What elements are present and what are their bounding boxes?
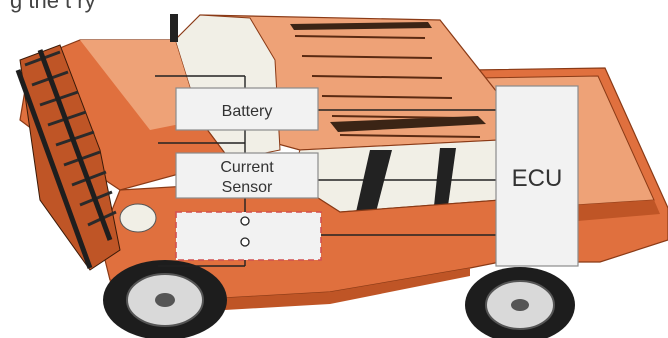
ecu-box: ECU [496, 86, 578, 266]
relay-contact-bottom [241, 238, 249, 246]
current-sensor-box: Current Sensor [176, 153, 318, 198]
rear-wheel [465, 267, 575, 338]
battery-box: Battery [176, 88, 318, 130]
front-wheel [103, 260, 227, 338]
current-sensor-label-line1: Current [220, 159, 274, 176]
current-sensor-label-line2: Sensor [222, 179, 273, 196]
caption-fragment: g the t ry [10, 0, 96, 13]
battery-label: Battery [222, 103, 273, 120]
relay-box [176, 212, 321, 260]
relay-contact-top [241, 217, 249, 225]
ecu-label: ECU [512, 165, 563, 192]
